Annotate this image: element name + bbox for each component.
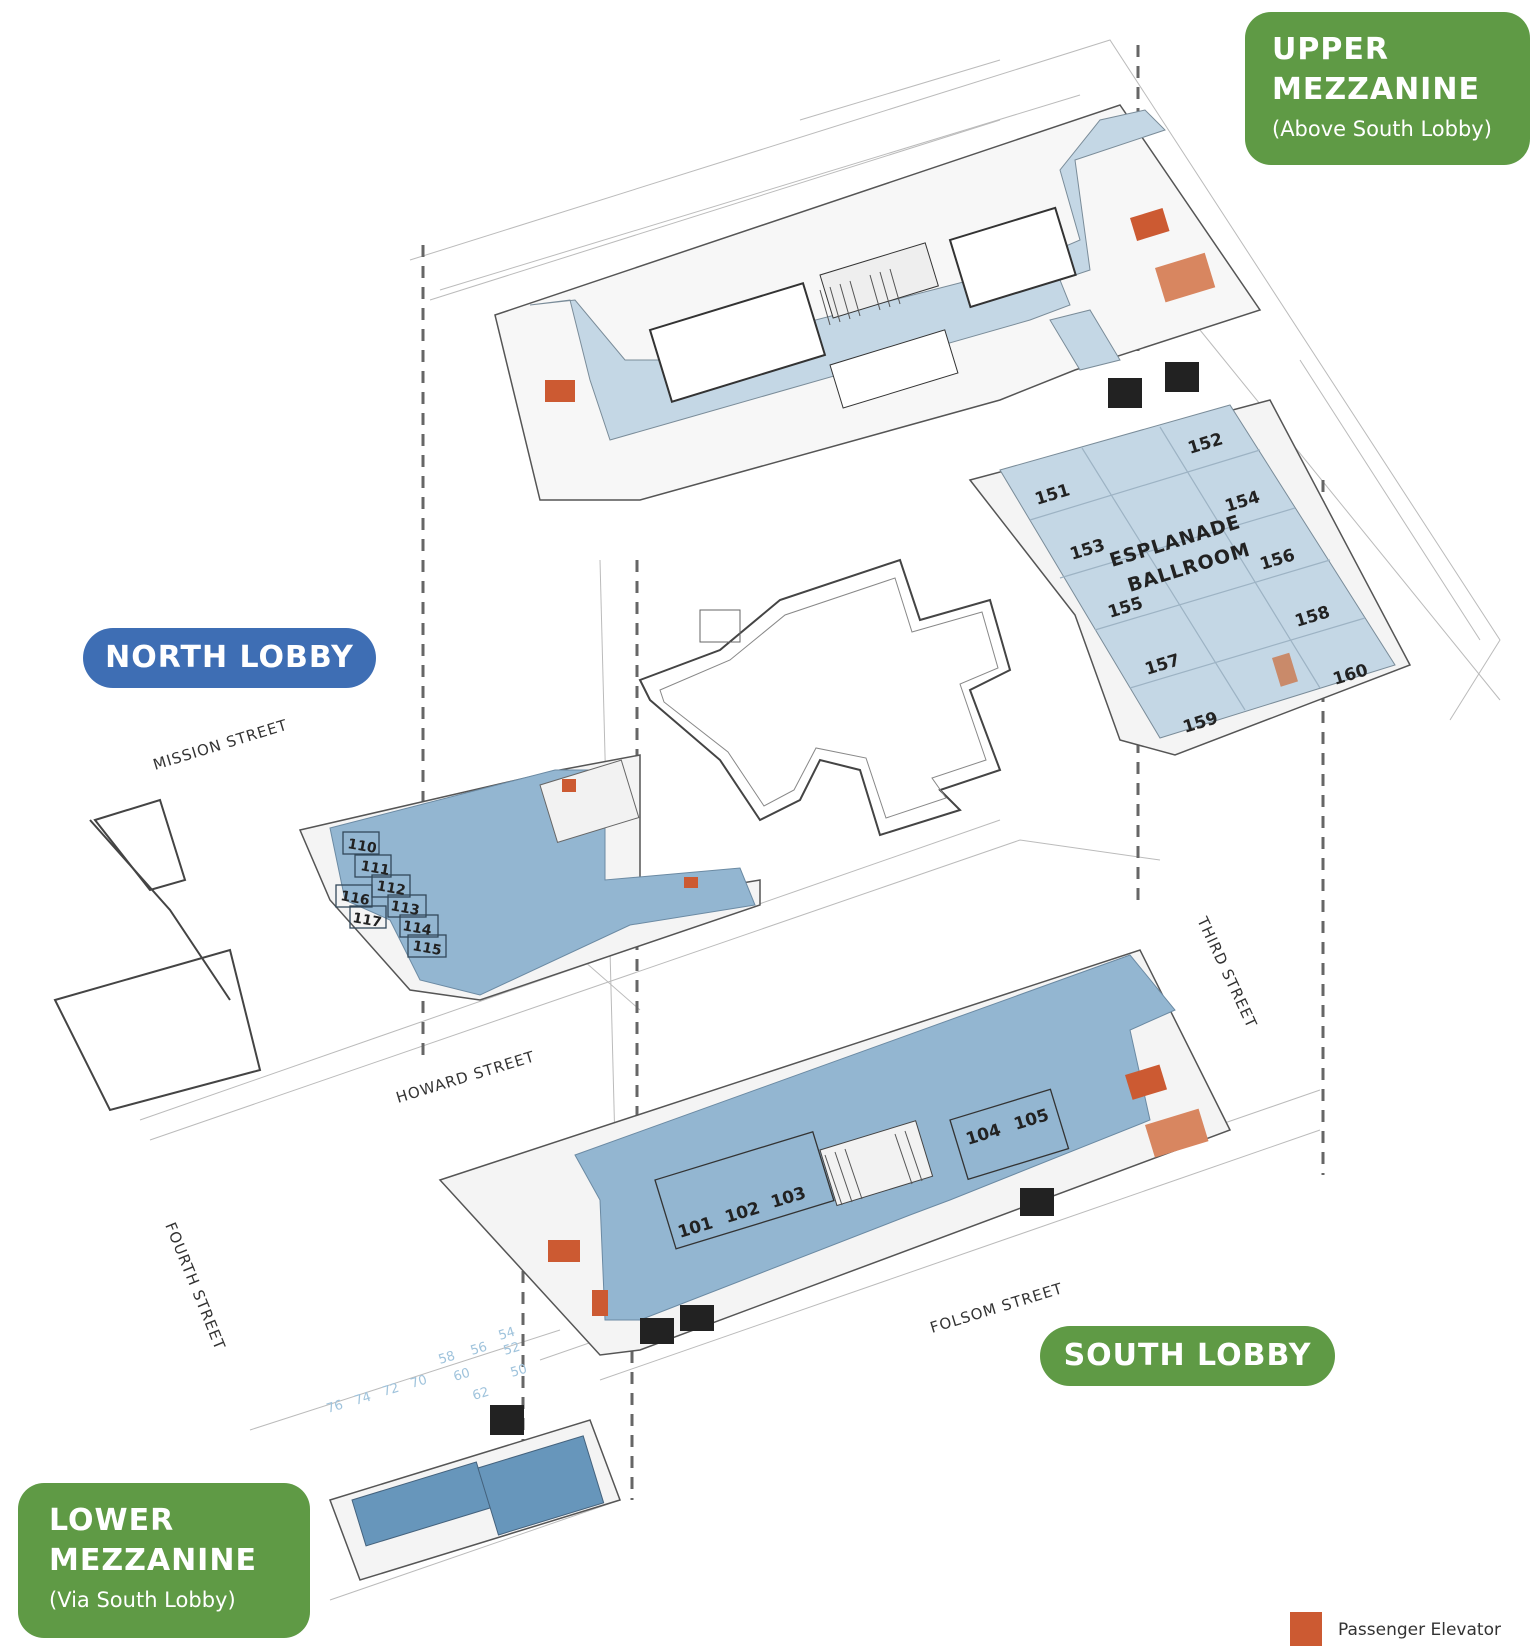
badge-upper-title-line2: MEZZANINE <box>1272 72 1480 107</box>
bus-stop-numbers: 76 74 72 70 58 60 56 54 52 50 62 <box>325 1325 529 1417</box>
restroom-icon-south-1 <box>1020 1188 1054 1216</box>
street-label-third: THIRD STREET <box>1193 913 1261 1031</box>
south-lobby-plan <box>438 949 1232 1356</box>
elevator-south-3 <box>548 1240 580 1262</box>
restroom-icon-south-3 <box>680 1305 714 1331</box>
badge-south-lobby: SOUTH LOBBY <box>1040 1326 1335 1386</box>
restroom-icon-upper-1 <box>1108 378 1142 408</box>
badge-north-title: NORTH LOBBY <box>105 640 354 675</box>
room-label: 110 <box>346 836 378 857</box>
elevator-north-2 <box>684 877 698 888</box>
badge-lower-title-line2: MEZZANINE <box>49 1543 257 1578</box>
bus-stop-label: 72 <box>381 1381 401 1400</box>
bus-stop-label: 52 <box>502 1340 522 1359</box>
room-label: 116 <box>339 888 371 909</box>
room-label: 111 <box>359 858 391 879</box>
room-label: 113 <box>389 898 421 919</box>
room-label: 115 <box>411 938 443 959</box>
badge-south-title: SOUTH LOBBY <box>1063 1338 1312 1373</box>
elevator-south-1 <box>1124 1064 1168 1100</box>
bus-stop-label: 60 <box>452 1366 472 1385</box>
restroom-icon-upper-2 <box>1165 362 1199 392</box>
badge-upper-mezzanine: UPPER MEZZANINE (Above South Lobby) <box>1245 12 1530 165</box>
street-label-fourth: FOURTH STREET <box>161 1220 229 1353</box>
elevator-south-4 <box>592 1290 608 1316</box>
elevator-south-2 <box>1145 1108 1209 1158</box>
bus-stop-label: 76 <box>325 1398 345 1417</box>
legend-elevator-label: Passenger Elevator <box>1338 1620 1501 1640</box>
north-lobby-room-numbers: 110 111 112 113 114 115 116 117 <box>339 836 443 959</box>
map-legend: Passenger Elevator <box>1290 1612 1530 1646</box>
bus-stop-label: 62 <box>471 1385 491 1404</box>
badge-lower-subtitle: (Via South Lobby) <box>49 1588 236 1612</box>
room-label: 117 <box>351 910 383 931</box>
bus-stop-label: 50 <box>509 1362 529 1381</box>
street-label-howard: HOWARD STREET <box>394 1047 537 1106</box>
bus-stop-label: 74 <box>353 1390 373 1409</box>
street-label-mission: MISSION STREET <box>151 716 290 774</box>
badge-upper-subtitle: (Above South Lobby) <box>1272 117 1492 141</box>
room-label: 114 <box>401 918 433 939</box>
restroom-icon-south-2 <box>640 1318 674 1344</box>
room-label: 112 <box>375 878 407 899</box>
restroom-icon-lower <box>490 1405 524 1435</box>
legend-elevator-swatch <box>1290 1612 1322 1646</box>
bus-stop-label: 70 <box>409 1373 429 1392</box>
esplanade-ballroom-plan <box>968 399 1412 756</box>
elevator-ballroom <box>1272 652 1298 687</box>
bus-stop-label: 54 <box>497 1325 517 1344</box>
badge-upper-title-line1: UPPER <box>1272 32 1389 67</box>
badge-lower-title-line1: LOWER <box>49 1503 175 1538</box>
north-lobby-plan <box>53 754 761 1112</box>
badge-north-lobby: NORTH LOBBY <box>83 628 376 688</box>
bus-stop-label: 56 <box>469 1340 489 1359</box>
elevator-upper-north <box>1129 208 1170 241</box>
upper-mezzanine-plan <box>494 104 1262 501</box>
elevator-north-1 <box>562 779 576 792</box>
elevator-upper-west <box>545 380 575 402</box>
bus-stop-label: 58 <box>437 1349 457 1368</box>
badge-lower-mezzanine: LOWER MEZZANINE (Via South Lobby) <box>18 1483 310 1638</box>
lower-mezzanine-plan <box>329 1405 621 1581</box>
elevator-upper-east <box>1154 252 1216 303</box>
courtyard-building <box>638 558 1012 837</box>
